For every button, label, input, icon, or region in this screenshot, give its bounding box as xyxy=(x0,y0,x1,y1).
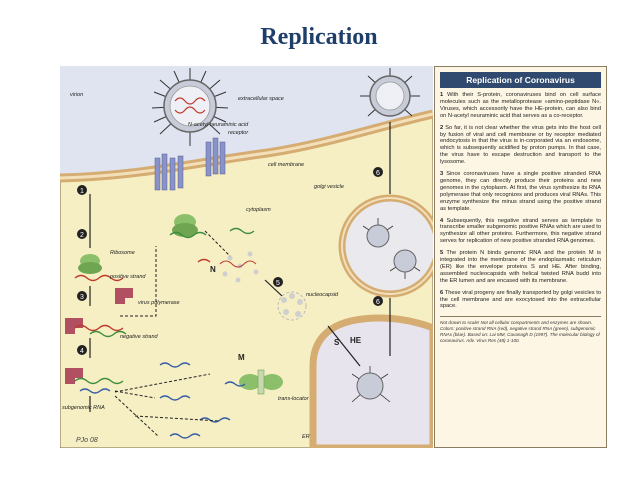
label-subgenomic-rna: subgenomic RNA xyxy=(62,405,105,411)
rna-genome-cytoplasm xyxy=(169,231,207,239)
slide-title: Replication xyxy=(260,24,378,50)
rna-negative-strand xyxy=(89,330,127,338)
dashed-arrow-subgenomic xyxy=(114,373,221,437)
rna-subgenomic-3 xyxy=(159,395,191,401)
replication-diagram: 1 2 3 4 5 6 6 virion extracellular space… xyxy=(60,66,433,448)
rna-subgenomic-2 xyxy=(159,362,191,368)
label-negative-strand: negative strand xyxy=(120,334,159,340)
label-n-protein: N xyxy=(210,265,216,274)
endoplasmic-reticulum xyxy=(309,314,433,448)
step-marker-6-golgi: 6 xyxy=(376,299,380,306)
step-marker-3: 3 xyxy=(80,294,84,301)
step-4-text: 4 Subsequently, this negative strand ser… xyxy=(440,218,601,246)
extracellular-region xyxy=(60,66,433,178)
artist-signature: PJo 08 xyxy=(76,437,98,444)
label-virus-polymerase: virus polymerase xyxy=(138,300,180,306)
step-marker-1: 1 xyxy=(80,188,84,195)
label-positive-strand: positive strand xyxy=(109,274,146,280)
arrow-to-nucleocapsid xyxy=(264,279,283,297)
ribosome-cytoplasm xyxy=(78,254,102,274)
label-he-protein: HE xyxy=(350,336,362,345)
rna-negative-strand-2 xyxy=(74,377,124,385)
step-1-number: 1 xyxy=(440,92,444,98)
label-neuraminic-acid: N-acetyl neuraminic acid xyxy=(188,122,249,128)
step-3-body: Since coronaviruses have a single positi… xyxy=(440,171,601,212)
panel-title: Replication of Coronavirus xyxy=(440,72,601,88)
label-s-protein: S xyxy=(334,338,340,347)
rna-subgenomic-5 xyxy=(199,417,231,423)
label-cell-membrane: cell membrane xyxy=(268,162,304,168)
explanation-panel: Replication of Coronavirus 1 With their … xyxy=(434,66,607,448)
rna-genome-mid xyxy=(197,258,211,263)
label-cytoplasm: cytoplasm xyxy=(246,207,271,213)
label-golgi-vesicle: golgi vesicle xyxy=(314,184,344,190)
step-2-number: 2 xyxy=(440,124,444,131)
label-virion: virion xyxy=(70,92,83,98)
rna-genome-top xyxy=(229,227,255,235)
dashed-arrow-n xyxy=(204,230,231,257)
golgi-vesicle xyxy=(338,194,433,298)
arrow-er-budding xyxy=(327,325,361,367)
rna-positive-strand xyxy=(74,274,124,282)
step-6-body: These viral progeny are finally transpor… xyxy=(440,289,601,310)
label-nucleocapsid: nucleocapsid xyxy=(306,292,339,298)
step-1-text: 1 With their S-protein, coronaviruses bi… xyxy=(440,92,601,120)
step-4-number: 4 xyxy=(440,217,444,224)
step-6-number: 6 xyxy=(440,289,444,296)
rna-subgenomic-4 xyxy=(169,433,201,439)
rna-subgenomic-6 xyxy=(224,381,246,387)
virion-released xyxy=(360,68,420,117)
dashed-arrow-genome xyxy=(120,246,157,317)
step-2-text: 2 So far, it is not clear whether the vi… xyxy=(440,125,601,166)
step-6-text: 6 These viral progeny are finally transp… xyxy=(440,290,601,311)
step-3-number: 3 xyxy=(440,171,444,178)
label-er: ER xyxy=(302,434,310,440)
virion-extracellular xyxy=(151,68,229,146)
step-marker-6: 6 xyxy=(376,170,380,177)
step-2-body: So far, it is not clear whether the viru… xyxy=(440,124,601,166)
step-marker-4: 4 xyxy=(80,348,84,355)
label-extracellular-space: extracellular space xyxy=(238,96,284,102)
label-receptor: receptor xyxy=(228,130,249,136)
label-ribosome: Ribosome xyxy=(110,250,135,256)
n-protein-cluster xyxy=(219,251,259,283)
step-3-text: 3 Since coronaviruses have a single posi… xyxy=(440,171,601,212)
receptor-group xyxy=(154,137,226,191)
step-5-number: 5 xyxy=(440,250,444,257)
rna-positive-strand-2 xyxy=(74,324,124,332)
step-4-body: Subsequently, this negative strand serve… xyxy=(440,217,601,245)
step-marker-5: 5 xyxy=(276,280,280,287)
rna-subgenomic-1 xyxy=(79,388,111,394)
step-5-text: 5 The protein N binds genomic RNA and th… xyxy=(440,250,601,285)
step-markers: 1 2 3 4 5 6 6 xyxy=(77,167,383,355)
label-translocator: trans-locator xyxy=(278,396,310,402)
ribosome-er xyxy=(239,369,283,395)
step-1-body: With their S-protein, coronaviruses bind… xyxy=(440,92,601,119)
step-5-body: The protein N binds genomic RNA and the … xyxy=(440,250,601,284)
nucleocapsid xyxy=(277,291,307,321)
label-m-protein: M xyxy=(238,353,245,362)
panel-footnote: Not drawn to scale! Not all cellular com… xyxy=(440,316,601,343)
virus-polymerase xyxy=(65,288,133,384)
step-marker-2: 2 xyxy=(80,232,84,239)
